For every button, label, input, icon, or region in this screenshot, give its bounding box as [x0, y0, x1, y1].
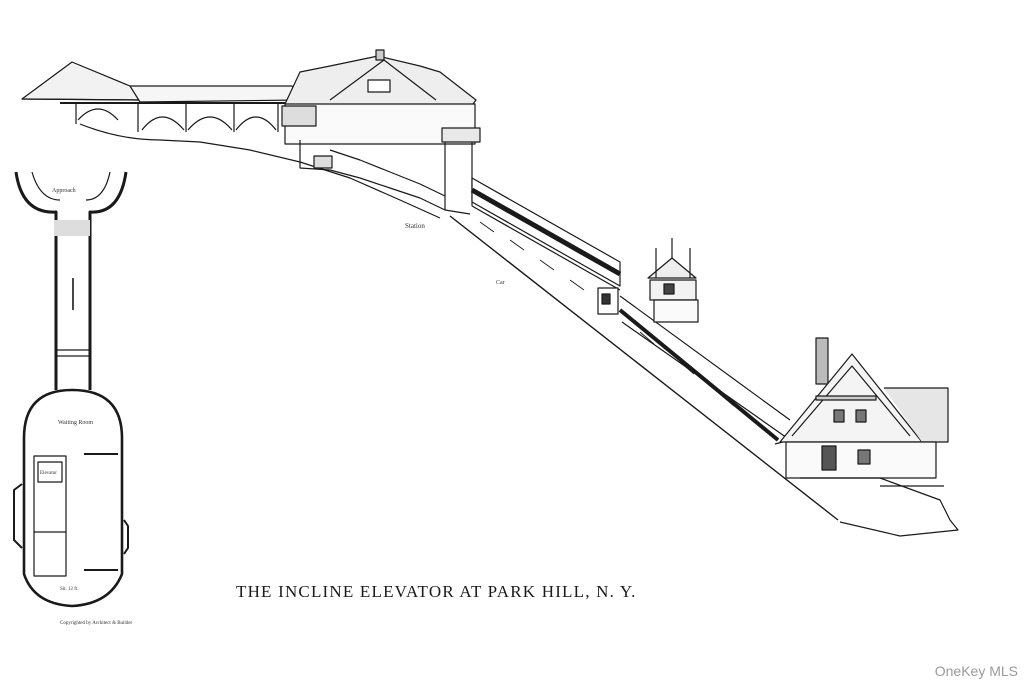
plan-label-bottom-note: Sit. 12 ft.	[60, 587, 79, 592]
top-station: Station	[21, 49, 481, 230]
svg-text:Station: Station	[405, 222, 425, 230]
svg-text:Car: Car	[496, 280, 505, 286]
plan-label-middle: Waiting Room	[58, 420, 93, 426]
plan-signature: Copyrighted by Architect & Builder	[60, 621, 133, 626]
bottom-station	[779, 337, 959, 537]
incline-track: Car	[449, 177, 839, 521]
floor-plan: Approach Waiting Room Elevator Sit. 12 f…	[13, 171, 133, 626]
plan-label-top: Approach	[52, 188, 76, 194]
plan-label-car: Elevator	[40, 471, 57, 476]
watermark: OneKey MLS	[934, 663, 1018, 679]
drawing-caption: THE INCLINE ELEVATOR AT PARK HILL, N. Y.	[236, 582, 637, 601]
tower	[647, 238, 699, 323]
